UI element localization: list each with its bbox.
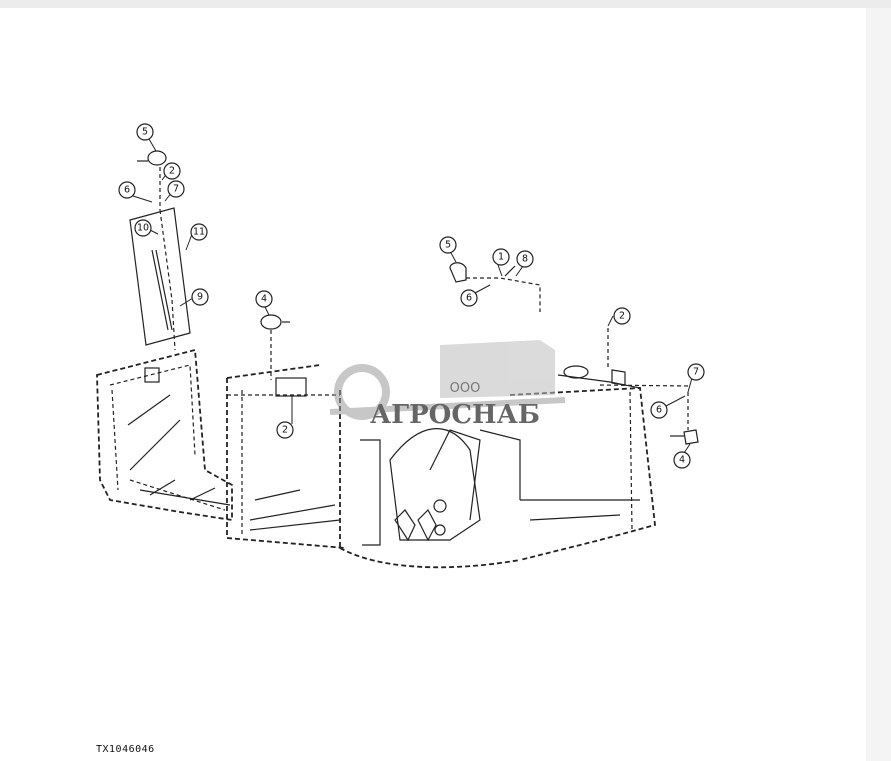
- callout-10: 10: [134, 219, 152, 237]
- callout-4-center: 4: [255, 290, 273, 308]
- callout-8: 8: [516, 250, 534, 268]
- callout-label: 8: [522, 254, 528, 265]
- callout-2-top-left: 2: [163, 162, 181, 180]
- callout-1: 1: [492, 248, 510, 266]
- callout-label: 5: [142, 127, 148, 138]
- callout-9: 9: [191, 288, 209, 306]
- callout-label: 11: [193, 227, 205, 238]
- callout-label: 4: [679, 455, 685, 466]
- callout-7-top-left: 7: [167, 180, 185, 198]
- right-tank-frame: [509, 365, 691, 561]
- callout-11: 11: [190, 223, 208, 241]
- callout-label: 5: [445, 240, 451, 251]
- fitting-center: [260, 314, 290, 380]
- callout-label: 6: [466, 293, 472, 304]
- watermark-company-form: ООО: [450, 381, 481, 396]
- callout-label: 2: [282, 425, 288, 436]
- callout-5-top-left: 5: [136, 123, 154, 141]
- callout-6-upper-right: 6: [460, 289, 478, 307]
- figure-id: TX1046046: [96, 744, 155, 755]
- callout-label: 4: [261, 294, 267, 305]
- pedal-mechanism: [339, 428, 521, 569]
- watermark-logo: [329, 340, 566, 420]
- callout-label: 6: [656, 405, 662, 416]
- leader-lines: [132, 138, 693, 454]
- callout-6-top-left: 6: [118, 181, 136, 199]
- callout-5-upper-right: 5: [439, 236, 457, 254]
- callout-label: 7: [693, 367, 699, 378]
- callout-7-right: 7: [687, 363, 705, 381]
- scrollbar-track[interactable]: [866, 8, 891, 761]
- callout-6-right: 6: [650, 401, 668, 419]
- callout-label: 7: [173, 184, 179, 195]
- callout-2-right: 2: [613, 307, 631, 325]
- callout-label: 9: [197, 292, 203, 303]
- fitting-top-left: [137, 150, 176, 351]
- callout-label: 10: [137, 223, 149, 234]
- side-panel: [129, 207, 191, 346]
- callout-label: 2: [169, 166, 175, 177]
- callout-label: 1: [498, 252, 504, 263]
- callout-label: 2: [619, 311, 625, 322]
- callout-4-right: 4: [673, 451, 691, 469]
- callout-label: 6: [124, 185, 130, 196]
- watermark-company-name: АГРОСНАБ: [370, 400, 540, 430]
- fitting-upper-right: [449, 262, 541, 312]
- left-frame: [96, 348, 233, 522]
- center-frame: [226, 364, 346, 549]
- fitting-right: [670, 392, 699, 445]
- callout-2-center: 2: [276, 421, 294, 439]
